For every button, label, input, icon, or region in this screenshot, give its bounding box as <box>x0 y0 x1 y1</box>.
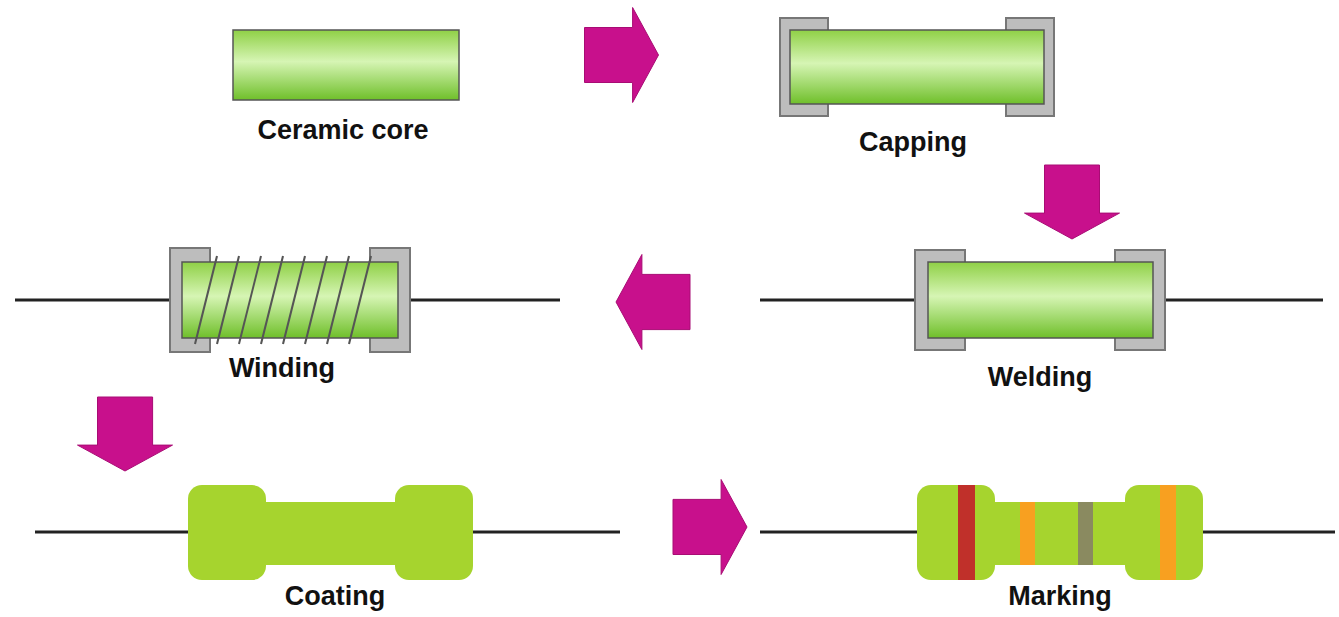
stage-caption: Winding <box>15 354 549 384</box>
color-band <box>1160 485 1176 580</box>
stage-caption: Capping <box>772 128 1054 158</box>
coil-winding <box>305 256 327 344</box>
ceramic-core <box>233 30 459 100</box>
coating-stage: Coating <box>35 480 635 616</box>
coil-winding <box>327 256 349 344</box>
capping-stage: Capping <box>772 12 1054 162</box>
welding-stage: Welding <box>757 242 1323 397</box>
winding-stage: Winding <box>15 242 549 388</box>
capped-core <box>780 18 1054 116</box>
stage-caption: Ceramic core <box>215 116 471 146</box>
stage-caption: Marking <box>785 582 1335 612</box>
process-arrow <box>616 255 690 350</box>
stage-caption: Coating <box>35 582 635 612</box>
coated-resistor <box>35 485 620 580</box>
coil-winding <box>283 256 305 344</box>
color-band <box>1020 502 1035 565</box>
coil-winding <box>217 256 239 344</box>
process-arrow <box>1025 165 1120 239</box>
coil-winding <box>239 256 261 344</box>
wound-resistor <box>15 248 560 352</box>
color-band <box>958 485 975 580</box>
process-arrow <box>673 480 747 575</box>
ceramic-core-stage: Ceramic core <box>215 20 471 150</box>
process-arrow <box>78 397 173 471</box>
color-band <box>1078 502 1093 565</box>
coil-winding <box>195 256 217 344</box>
marked-resistor <box>760 485 1335 580</box>
coil-winding <box>349 256 371 344</box>
process-arrow <box>585 8 659 103</box>
stage-caption: Welding <box>757 363 1323 393</box>
welded-leads <box>760 250 1323 350</box>
coil-winding <box>261 256 283 344</box>
marking-stage: Marking <box>785 480 1335 616</box>
